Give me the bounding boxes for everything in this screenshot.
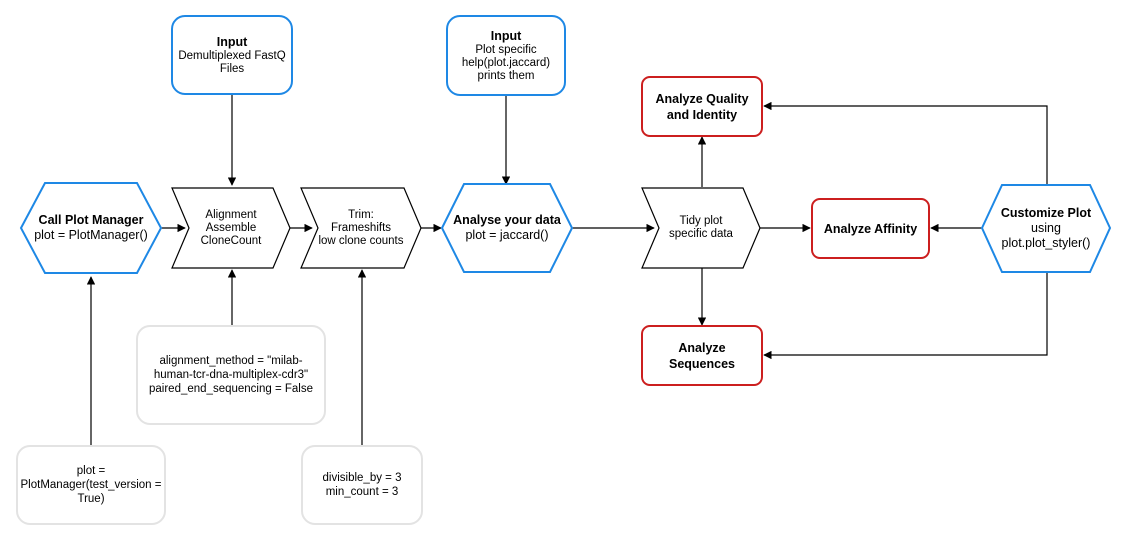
input-fastq-line: Demultiplexed FastQ <box>178 50 286 62</box>
input-plot-help-line: help(plot.jaccard) <box>461 57 551 69</box>
input-fastq-title: Input <box>216 35 248 49</box>
param-plot-manager-line: PlotManager(test_version = <box>20 479 162 491</box>
customize-plot-line: using <box>1031 221 1061 235</box>
output-quality-line: and Identity <box>666 107 738 122</box>
step-alignment-line: CloneCount <box>200 234 262 247</box>
step-alignment-label: Alignment Assemble CloneCount <box>186 188 276 268</box>
output-affinity-line: Analyze Affinity <box>823 221 918 236</box>
step-alignment-shape[interactable] <box>171 187 291 269</box>
customize-plot-title: Customize Plot <box>1000 206 1092 220</box>
step-tidy-shape[interactable] <box>641 187 761 269</box>
param-trim-line: min_count = 3 <box>325 486 399 498</box>
customize-plot-label: Customize Plot using plot.plot_styler() <box>982 185 1110 272</box>
param-trim-box[interactable]: divisible_by = 3 min_count = 3 <box>301 445 423 525</box>
step-alignment-line: Alignment <box>205 208 257 221</box>
call-plot-manager-label: Call Plot Manager plot = PlotManager() <box>21 183 161 273</box>
call-plot-manager-title: Call Plot Manager <box>38 213 144 227</box>
param-plot-manager-line: True) <box>77 493 105 505</box>
output-sequences-box[interactable]: Analyze Sequences <box>641 325 763 386</box>
step-tidy-line: specific data <box>669 228 733 240</box>
param-alignment-line: human-tcr-dna-multiplex-cdr3" <box>153 369 309 381</box>
analyse-data-code: plot = jaccard() <box>465 228 549 242</box>
param-alignment-box[interactable]: alignment_method = "milab- human-tcr-dna… <box>136 325 326 425</box>
input-plot-help-line: prints them <box>477 70 535 82</box>
connector-customize-to-sequences <box>763 273 1048 360</box>
input-fastq-line: Files <box>219 63 245 75</box>
input-plot-help-line: Plot specific <box>475 44 537 56</box>
param-alignment-line: alignment_method = "milab- <box>159 355 303 367</box>
call-plot-manager-code: plot = PlotManager() <box>34 228 148 242</box>
step-trim-label: Trim: Frameshifts low clone counts <box>311 188 411 268</box>
step-trim-line: low clone counts <box>318 234 404 247</box>
step-trim-line: Frameshifts <box>330 221 392 234</box>
output-affinity-box[interactable]: Analyze Affinity <box>811 198 930 259</box>
param-trim-line: divisible_by = 3 <box>322 472 402 484</box>
input-fastq-box[interactable]: Input Demultiplexed FastQ Files <box>171 15 293 95</box>
hexagon-analyse-data[interactable] <box>440 183 574 273</box>
param-plot-manager-line: plot = <box>76 465 106 477</box>
hexagon-customize-plot[interactable] <box>980 184 1112 273</box>
step-tidy-label: Tidy plot specific data <box>656 188 746 268</box>
output-quality-box[interactable]: Analyze Quality and Identity <box>641 76 763 137</box>
connector-customize-to-quality <box>763 101 1048 185</box>
output-quality-line: Analyze Quality <box>655 91 749 106</box>
input-plot-help-title: Input <box>490 29 522 43</box>
input-plot-help-box[interactable]: Input Plot specific help(plot.jaccard) p… <box>446 15 566 96</box>
hexagon-call-plot-manager[interactable] <box>19 182 163 274</box>
analyse-data-title: Analyse your data <box>453 213 561 227</box>
step-trim-shape[interactable] <box>300 187 422 269</box>
analyse-data-label: Analyse your data plot = jaccard() <box>442 184 572 272</box>
step-alignment-line: Assemble <box>205 221 257 234</box>
customize-plot-line: plot.plot_styler() <box>1001 236 1091 250</box>
step-trim-line: Trim: <box>348 208 374 221</box>
step-tidy-line: Tidy plot <box>679 215 723 227</box>
output-sequences-line: Sequences <box>668 356 735 371</box>
param-plot-manager-box[interactable]: plot = PlotManager(test_version = True) <box>16 445 166 525</box>
param-alignment-line: paired_end_sequencing = False <box>149 383 313 395</box>
output-sequences-line: Analyze <box>678 340 726 355</box>
